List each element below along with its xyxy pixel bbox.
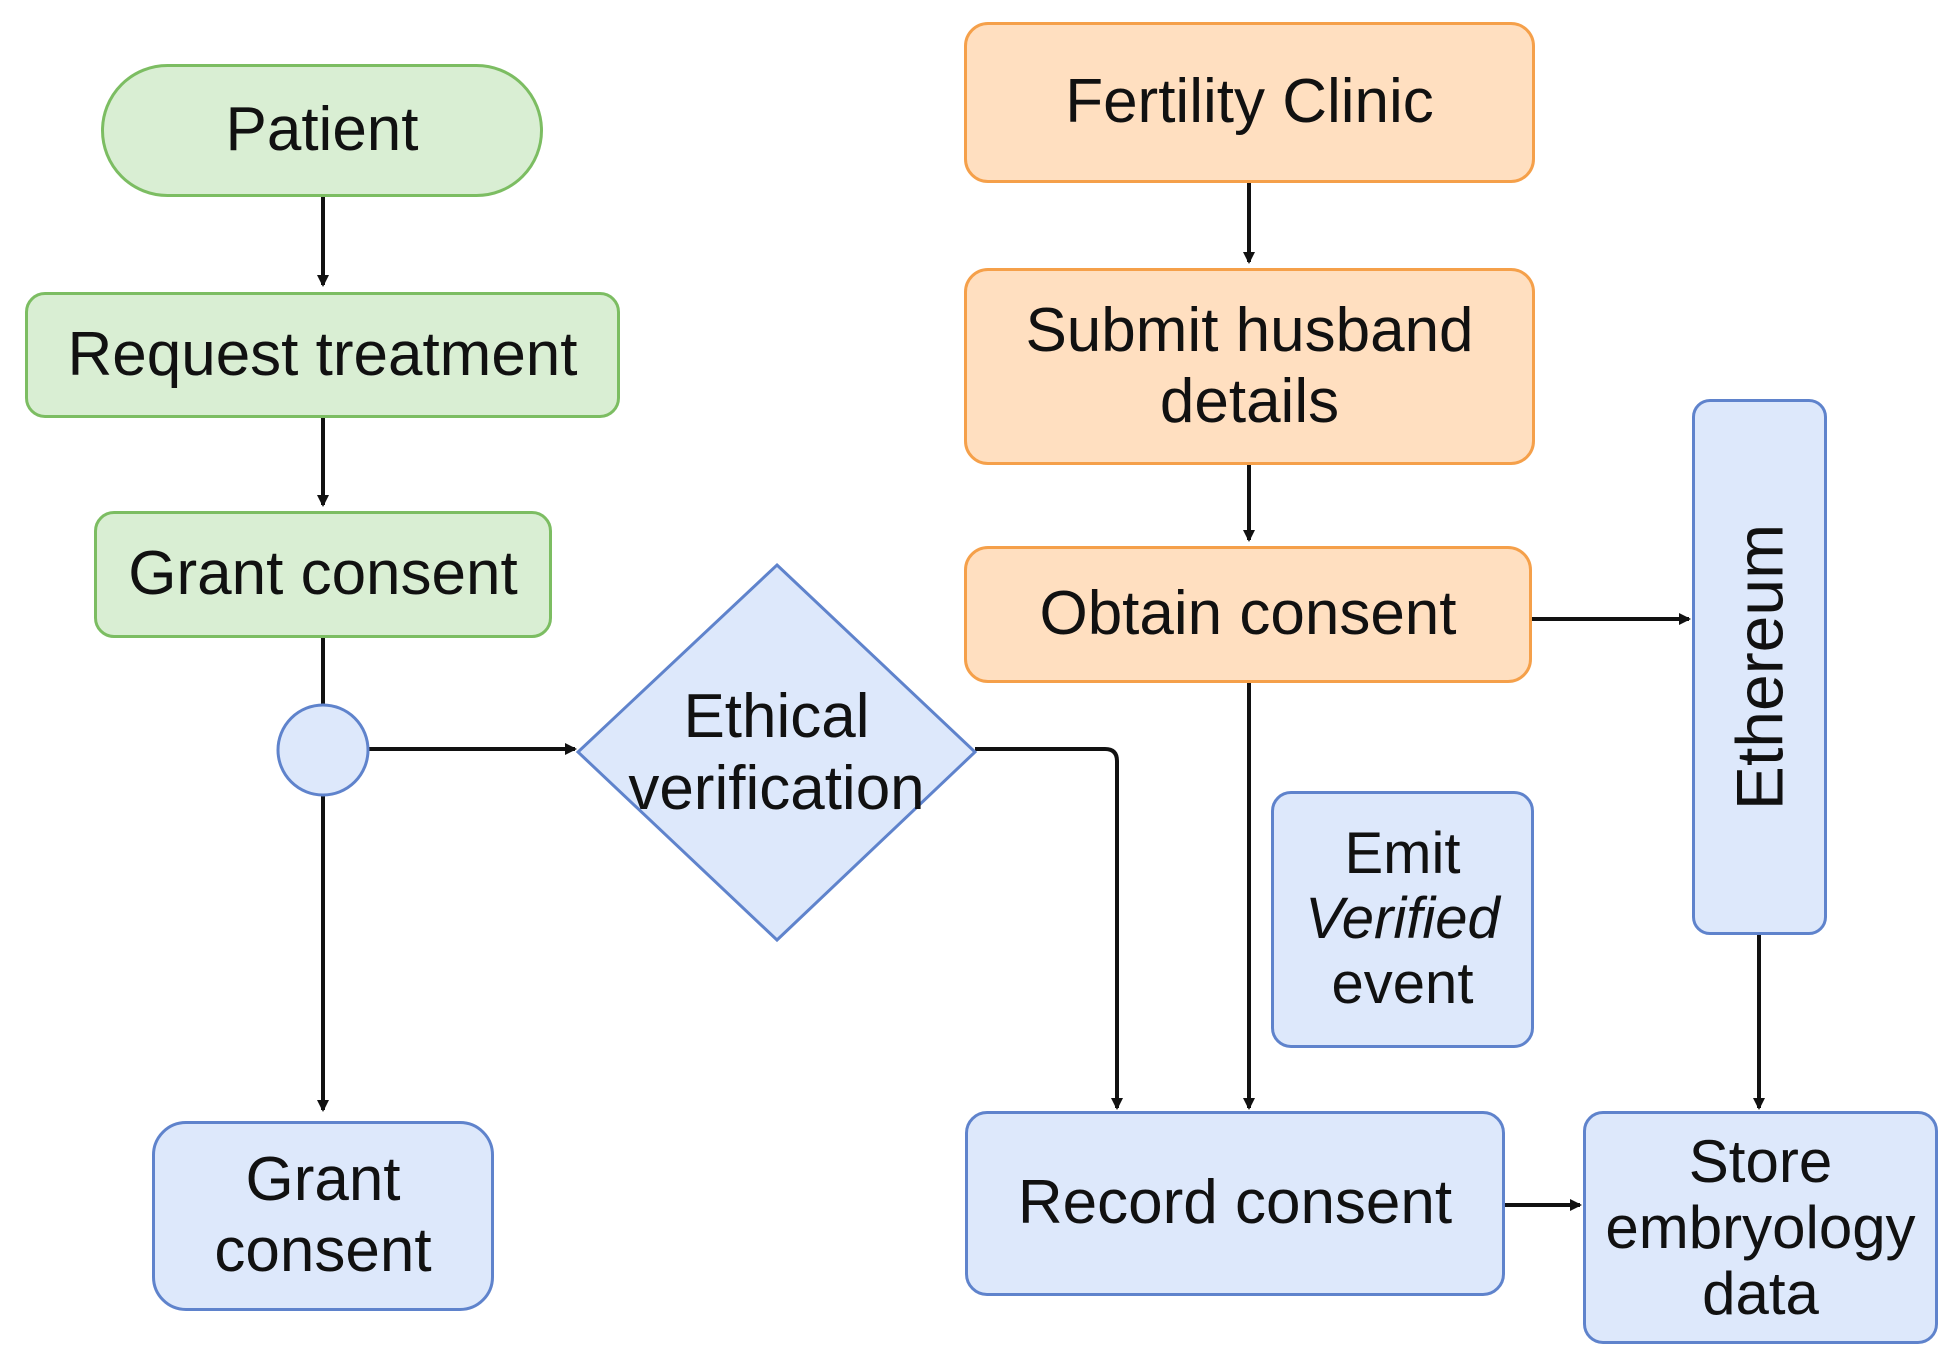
ethical-verification-line-2: verification xyxy=(628,753,925,823)
ethical-verification-line-1: Ethical xyxy=(683,682,870,752)
store-embryology-data-line-2: embryology xyxy=(1605,1193,1916,1261)
store-embryology-data-line-1: Store xyxy=(1688,1127,1833,1195)
fertility-clinic-label: Fertility Clinic xyxy=(1065,67,1434,137)
ethical-verification-node: Ethical verification xyxy=(578,565,975,940)
grant-consent-bottom-line-1: Grant xyxy=(245,1145,401,1215)
grant-consent-top-label: Grant consent xyxy=(128,539,518,609)
arrow-ethical-verification-to-record-consent xyxy=(975,747,1123,1110)
patient-label: Patient xyxy=(225,95,419,165)
store-embryology-data-line-3: data xyxy=(1702,1259,1819,1327)
request-treatment-label: Request treatment xyxy=(67,319,578,389)
request-treatment-node: Request treatment xyxy=(25,292,620,418)
emit-verified-event-node: Emit Verified event xyxy=(1271,791,1534,1048)
emit-event-line-1: Emit xyxy=(1344,821,1461,887)
junction-node xyxy=(276,703,370,797)
grant-consent-bottom-node: Grant consent xyxy=(152,1121,494,1311)
emit-event-line-2: Verified xyxy=(1305,886,1500,952)
grant-consent-top-node: Grant consent xyxy=(94,511,552,638)
submit-husband-details-node: Submit husband details xyxy=(964,268,1535,465)
obtain-consent-label: Obtain consent xyxy=(1039,579,1457,649)
ethical-verification-diamond xyxy=(575,562,978,943)
record-consent-label: Record consent xyxy=(1017,1168,1453,1238)
store-embryology-data-node: Store embryology data xyxy=(1583,1111,1938,1344)
submit-husband-details-line-1: Submit husband xyxy=(1025,295,1474,365)
patient-node: Patient xyxy=(101,64,543,197)
record-consent-node: Record consent xyxy=(965,1111,1505,1296)
ethereum-node: Ethereum xyxy=(1692,399,1827,935)
emit-event-line-3: event xyxy=(1331,950,1474,1016)
submit-husband-details-line-2: details xyxy=(1159,366,1340,436)
fertility-clinic-node: Fertility Clinic xyxy=(964,22,1535,183)
obtain-consent-node: Obtain consent xyxy=(964,546,1532,683)
ethereum-label: Ethereum xyxy=(1721,523,1796,811)
grant-consent-bottom-line-2: consent xyxy=(214,1216,432,1285)
